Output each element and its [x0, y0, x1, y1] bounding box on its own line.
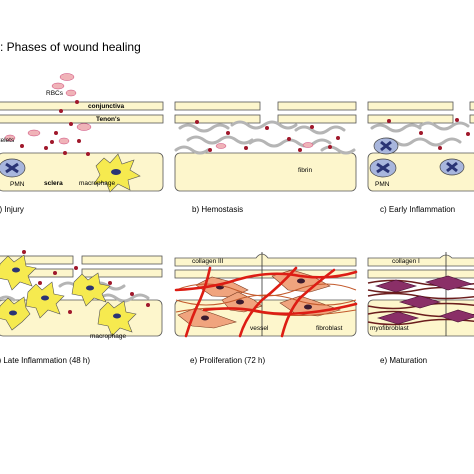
tenons-layer-right [81, 268, 163, 278]
pmn-label: PMN [10, 181, 25, 188]
conjunctiva-layer-left [0, 255, 74, 265]
caption-late-inflammation: d) Late Inflammation (48 h) [0, 356, 90, 365]
collagen-iii-label: collagen III [192, 258, 224, 265]
tenons-layer [367, 114, 454, 124]
pmn-cell [369, 158, 397, 178]
platelets [387, 118, 470, 150]
conjunctiva-layer-right [81, 255, 163, 265]
conjunctiva-layer-left [174, 101, 261, 111]
tenons-layer-left [174, 114, 261, 124]
panel-injury: RBCs conjunctiva Tenon's platelets PMN s… [0, 73, 164, 214]
pmn-cell [0, 158, 26, 178]
conjunctiva-layer [367, 254, 474, 267]
pmn-cell [439, 158, 465, 176]
caption-maturation: e) Maturation [380, 356, 427, 365]
panel-early-inflammation: PMN c) Early Inflammation [367, 101, 474, 214]
macrophage-nuclei [9, 267, 121, 319]
sclera-label: sclera [44, 180, 63, 187]
collagen-i-label: collagen I [392, 258, 420, 265]
rbc-cells [215, 142, 314, 149]
myofibroblast-cells [374, 275, 474, 325]
conjunctiva-layer [0, 101, 164, 111]
caption-early-inflammation: c) Early Inflammation [380, 205, 455, 214]
tenons-layer [0, 114, 164, 124]
macrophage-label: macrophage [90, 333, 127, 340]
blood-vessels [174, 266, 358, 338]
tenons-layer-right [277, 114, 357, 124]
tenons-layer-left [0, 268, 74, 278]
platelets-label: platelets [0, 137, 15, 144]
sclera-layer [174, 152, 357, 192]
conjunctiva-layer-right [277, 101, 357, 111]
macrophage-cell [93, 153, 141, 193]
figure-title: c: Phases of wound healing [0, 40, 141, 54]
tenons-layer [367, 269, 474, 279]
fibroblast-label: fibroblast [316, 325, 343, 332]
caption-injury: a) Injury [0, 205, 24, 214]
macrophage-label: macrophage [79, 180, 116, 187]
platelets [22, 250, 150, 314]
fibrin-strands [174, 120, 356, 155]
vessel-label: vessel [250, 325, 269, 332]
conjunctiva-label: conjunctiva [88, 103, 125, 110]
rbc-cells [4, 73, 92, 145]
pmn-cell [373, 137, 399, 155]
panel-hemostasis: fibrin b) Hemostasis [174, 101, 357, 214]
conjunctiva-layer [367, 101, 454, 111]
pmn-label: PMN [375, 181, 390, 188]
caption-hemostasis: b) Hemostasis [192, 205, 243, 214]
fibrin-label: fibrin [298, 167, 312, 174]
platelets [20, 100, 90, 156]
panel-maturation: collagen I myofibroblast e) Maturation [367, 252, 474, 365]
platelets [195, 120, 340, 152]
panel-proliferation: collagen III vessel fibroblast e) Prolif… [174, 252, 358, 365]
rbcs-label: RBCs [46, 90, 64, 97]
myofibroblast-label: myofibroblast [370, 325, 409, 332]
panel-late-inflammation: macrophage d) Late Inflammation (48 h) [0, 250, 163, 365]
caption-proliferation: e) Proliferation (72 h) [190, 356, 265, 365]
tenons-label: Tenon's [96, 116, 121, 123]
conjunctiva-layer [174, 253, 357, 267]
